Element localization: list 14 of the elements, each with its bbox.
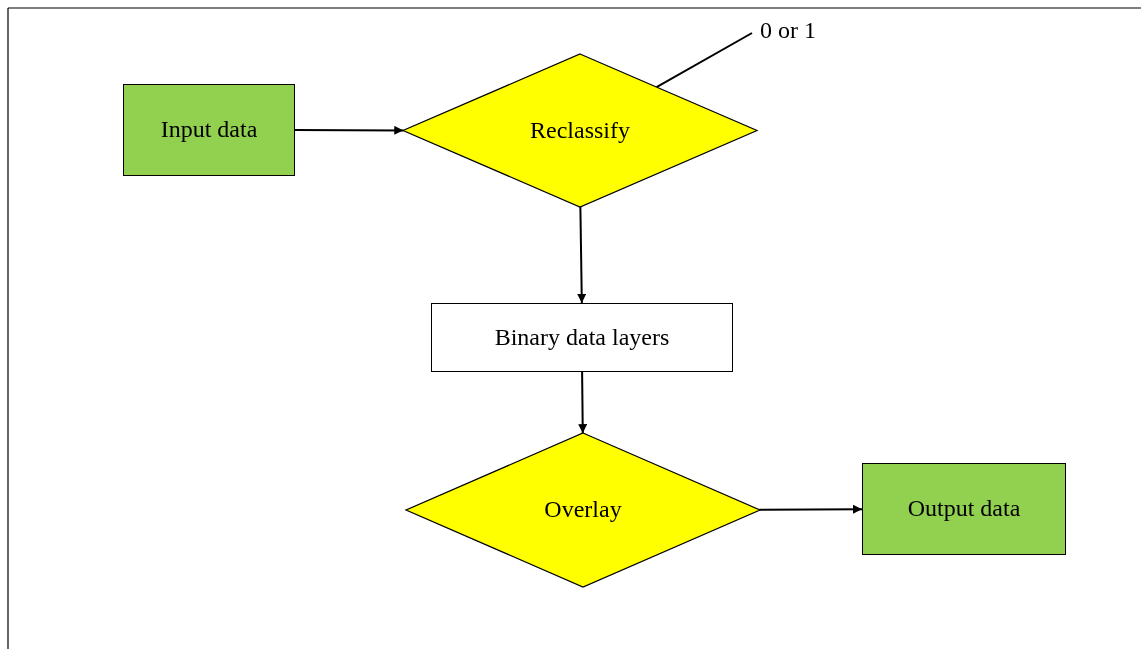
process-box bbox=[123, 84, 295, 176]
leader-line bbox=[655, 32, 753, 89]
node-label: Reclassify bbox=[530, 116, 630, 145]
process-box bbox=[862, 463, 1066, 555]
arrow bbox=[577, 205, 587, 304]
node-label: Input data bbox=[160, 116, 258, 144]
arrow bbox=[758, 504, 863, 514]
annotation-text: 0 or 1 bbox=[760, 17, 816, 45]
arrow bbox=[294, 125, 405, 135]
process-box bbox=[431, 303, 733, 372]
node-label: Output data bbox=[907, 495, 1021, 523]
node-label: Binary data layers bbox=[494, 323, 670, 352]
arrow bbox=[578, 371, 588, 435]
node-label: Overlay bbox=[544, 496, 622, 524]
